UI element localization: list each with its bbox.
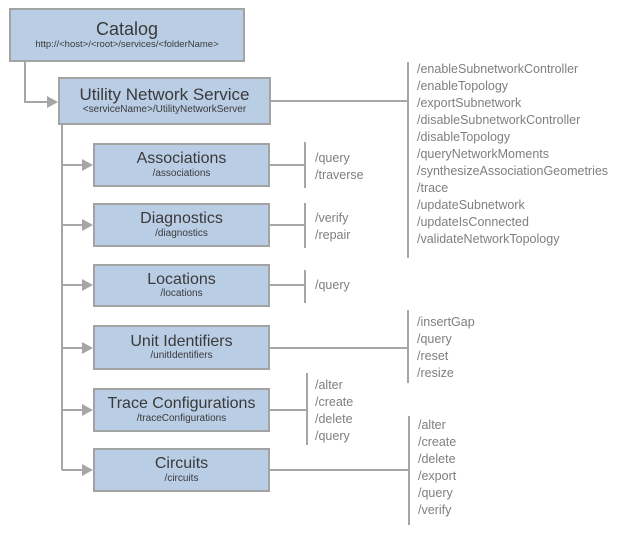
node-path: /locations [160,288,203,300]
node-title: Catalog [95,18,159,39]
arrowhead-associations [82,159,93,171]
operations-unit-identifiers: /insertGap /query /reset /resize [417,314,475,382]
node-title: Utility Network Service [79,84,250,104]
node-url: http://<host>/<root>/services/<folderNam… [35,39,219,51]
operation-label: /enableTopology [417,79,509,93]
operation-label: /disableSubnetworkController [417,113,581,127]
connector-unitids-ops [270,310,409,383]
arrowhead-service [47,96,58,108]
node-unit-identifiers: Unit Identifiers /unitIdentifiers [93,325,270,370]
operations-associations: /query /traverse [315,150,364,184]
node-path: /circuits [164,472,199,484]
operations-utility-network-service: /enableSubnetworkController /enableTopol… [417,61,608,248]
node-path: <serviceName>/UtilityNetworkServer [82,104,247,116]
connector-service-ops [271,62,409,258]
node-title: Trace Configurations [107,395,256,413]
operation-label: /enableSubnetworkController [417,62,579,76]
operation-label: /verify [418,503,452,517]
arrowhead-diagnostics [82,219,93,231]
connector-locations-ops [270,270,306,303]
operation-label: /updateSubnetwork [417,198,525,212]
operation-label: /queryNetworkMoments [417,147,549,161]
node-title: Circuits [154,455,209,473]
node-title: Associations [136,150,227,168]
node-title: Locations [147,270,216,288]
operation-label: /insertGap [417,315,475,329]
node-trace-configurations: Trace Configurations /traceConfiguration… [93,388,270,432]
arrowhead-unitids [82,342,93,354]
operation-label: /disableTopology [417,130,511,144]
node-diagnostics: Diagnostics /diagnostics [93,203,270,247]
operations-locations: /query [315,277,350,294]
node-title: Unit Identifiers [130,332,233,350]
operation-label: /repair [315,228,351,242]
node-associations: Associations /associations [93,143,270,187]
node-locations: Locations /locations [93,264,270,307]
operation-label: /export [418,469,457,483]
connector-catalog-to-service [24,62,48,103]
connector-circuits-ops [270,416,410,525]
node-title: Diagnostics [140,210,223,228]
arrowhead-traceconfigs [82,404,93,416]
operation-label: /reset [417,349,449,363]
arrowhead-circuits [82,464,93,476]
node-catalog: Catalog http://<host>/<root>/services/<f… [9,8,245,62]
operations-circuits: /alter /create /delete /export /query /v… [418,417,456,519]
node-path: /diagnostics [155,227,208,239]
operation-label: /alter [315,378,343,392]
operation-label: /query [315,151,350,165]
arrowhead-locations [82,279,93,291]
connector-traceconfigs-ops [270,373,308,445]
operations-diagnostics: /verify /repair [315,210,350,244]
operation-label: /traverse [315,168,364,182]
operation-label: /verify [315,211,349,225]
node-circuits: Circuits /circuits [93,448,270,492]
connector-diagnostics-ops [270,203,306,248]
operation-label: /delete [418,452,456,466]
node-path: /unitIdentifiers [150,350,213,362]
operation-label: /exportSubnetwork [417,96,522,110]
operation-label: /query [315,429,350,443]
operation-label: /delete [315,412,353,426]
operation-label: /trace [417,181,449,195]
node-path: /traceConfigurations [136,412,227,424]
operation-label: /alter [418,418,446,432]
operation-label: /synthesizeAssociationGeometries [417,164,609,178]
operation-label: /query [315,278,350,292]
connector-associations-ops [270,142,306,188]
operation-label: /create [315,395,354,409]
operation-label: /resize [417,366,454,380]
operation-label: /query [418,486,453,500]
node-path: /associations [152,167,211,179]
operation-label: /create [418,435,457,449]
operation-label: /validateNetworkTopology [417,232,560,246]
operation-label: /query [417,332,452,346]
operations-trace-configurations: /alter /create /delete /query [315,377,353,445]
operation-label: /updateIsConnected [417,215,529,229]
node-utility-network-service: Utility Network Service <serviceName>/Ut… [58,77,271,125]
